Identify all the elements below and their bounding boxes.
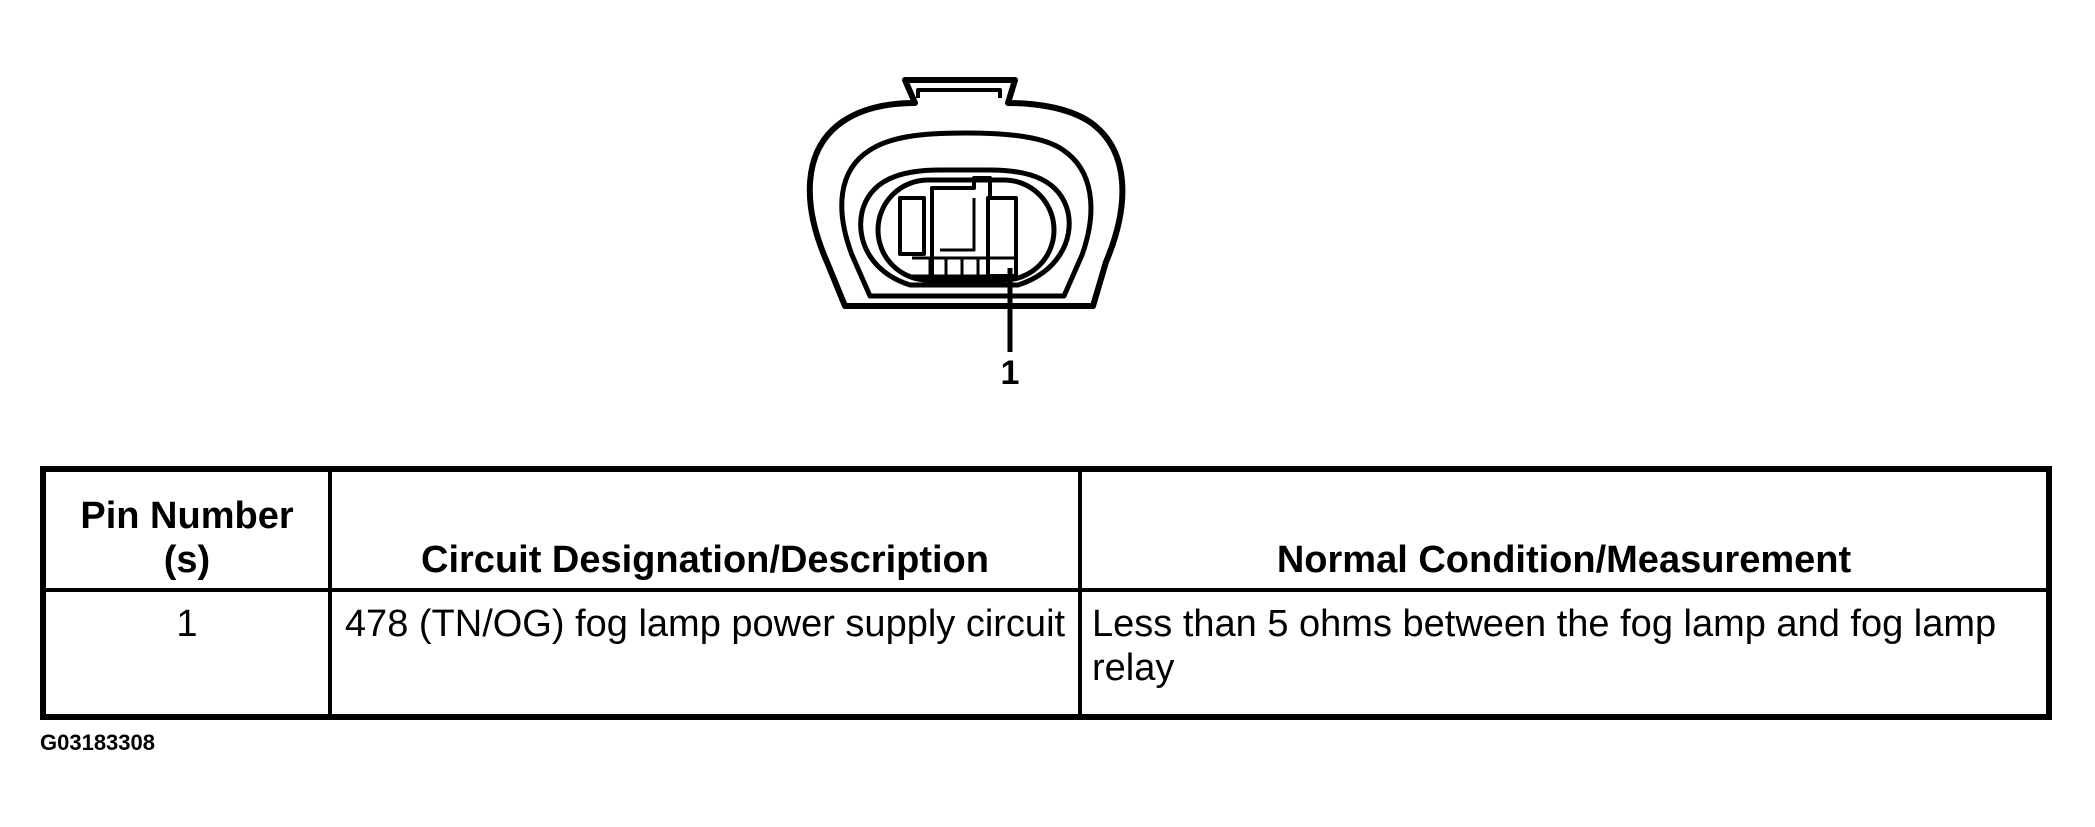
connector-inner-ring <box>839 130 1094 299</box>
cell-pin: 1 <box>41 588 332 719</box>
table-row: 1 478 (TN/OG) fog lamp power supply circ… <box>41 588 2051 719</box>
connector-face-diagram <box>806 77 1126 352</box>
figure-id: G03183308 <box>40 730 155 755</box>
pin-1-callout: 1 <box>1000 354 1020 392</box>
connector-terminal-cavity <box>858 167 1072 288</box>
latch-tab <box>916 88 1002 98</box>
terminal-pin-1 <box>986 196 1018 278</box>
cell-circuit: 478 (TN/OG) fog lamp power supply circui… <box>328 588 1082 719</box>
lock-ribs <box>912 256 1016 278</box>
header-condition: Normal Condition/Measurement <box>1078 467 2051 592</box>
table-header-row: Pin Number (s) Circuit Designation/Descr… <box>41 467 2051 592</box>
connector-housing-outline <box>806 77 1126 309</box>
terminal-slot <box>875 177 1057 283</box>
keying-feature <box>930 176 992 276</box>
cell-condition: Less than 5 ohms between the fog lamp an… <box>1078 588 2051 719</box>
terminal-left <box>898 196 926 256</box>
pin-table: Pin Number (s) Circuit Designation/Descr… <box>40 466 2052 720</box>
header-pin-number: Pin Number (s) <box>41 467 332 592</box>
header-circuit: Circuit Designation/Description <box>328 467 1082 592</box>
